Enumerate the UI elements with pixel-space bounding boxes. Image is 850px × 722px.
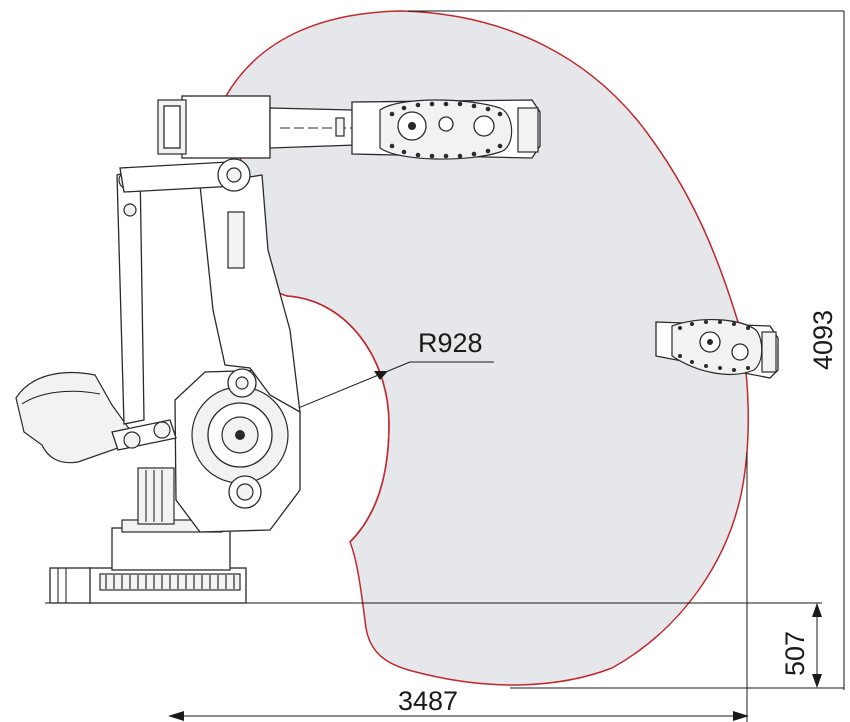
robot-drawing — [15, 95, 779, 604]
wrist-upper-bolts — [389, 101, 503, 159]
base-offset-label: 507 — [780, 631, 810, 676]
motor-housing — [137, 467, 175, 525]
upper-arm-housing — [181, 95, 271, 159]
reach-arrow-right — [733, 711, 749, 721]
horizontal-reach-label: 3487 — [398, 686, 458, 716]
height-label: 4093 — [808, 310, 838, 370]
lower-arm — [199, 174, 301, 414]
base-gear-teeth — [105, 575, 235, 589]
inner-reach-arc — [286, 295, 390, 543]
reach-arrow-left — [168, 711, 184, 721]
base-pedestal — [111, 527, 231, 571]
base-foot-left — [49, 567, 91, 604]
radius-arrow — [374, 371, 388, 380]
wrist-side-bolts — [678, 320, 750, 372]
offset-arrow-bottom — [812, 674, 822, 688]
counterweight — [15, 371, 131, 464]
offset-arrow-top — [812, 603, 822, 617]
lower-arm-brand-plate — [227, 211, 245, 269]
reach-radius-label: R928 — [418, 328, 483, 358]
